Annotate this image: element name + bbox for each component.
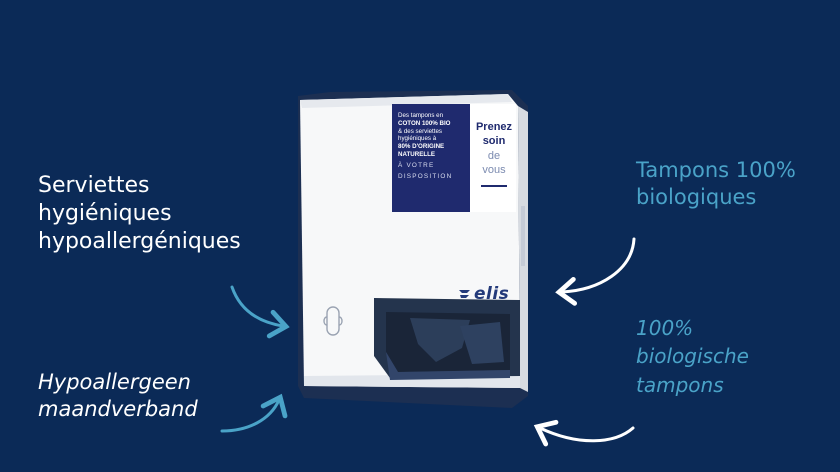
arrow-icon: [220, 393, 288, 433]
caption-line: biologiques: [636, 184, 757, 209]
slogan-word: de: [487, 149, 501, 162]
slogan-underline: [481, 185, 507, 188]
arrow-icon: [230, 285, 290, 339]
caption-line: hygiéniques: [38, 200, 172, 226]
slogan-word: Prenez: [475, 121, 513, 133]
caption-line: biologische: [636, 344, 749, 369]
panel-text: Des tampons en: [398, 112, 444, 119]
caption-top-left: Serviettes hygiéniques hypoallergéniques: [38, 172, 241, 256]
panel-text: & des serviettes: [398, 127, 443, 135]
product-panel: Des tampons en COTON 100% BIO & des serv…: [392, 104, 516, 212]
caption-bottom-right: 100% biologische tampons: [636, 314, 749, 399]
arrow-icon: [533, 419, 635, 447]
caption-line: hypoallergéniques: [38, 228, 241, 254]
panel-text: 80% D'ORIGINE: [398, 143, 445, 150]
panel-text: COTON 100% BIO: [398, 119, 451, 127]
slogan-word: vous: [482, 163, 506, 176]
caption-line: Hypoallergeen: [38, 370, 191, 394]
slogan-word: soin: [482, 135, 506, 148]
caption-line: Serviettes: [38, 173, 150, 198]
panel-text: hygiéniques à: [398, 135, 437, 143]
pad-icon: [323, 306, 343, 336]
caption-line: maandverband: [38, 396, 198, 421]
brand-name: elis: [474, 284, 510, 304]
brand-logo-icon: [459, 290, 470, 298]
panel-info-block: Des tampons en COTON 100% BIO & des serv…: [392, 104, 470, 212]
caption-line: tampons: [636, 372, 724, 397]
panel-slogan: Prenez soin de vous: [472, 104, 516, 212]
caption-bottom-left: Hypoallergeen maandverband: [38, 369, 198, 422]
panel-text: À VOTRE: [398, 161, 435, 169]
caption-line: 100%: [636, 316, 694, 340]
panel-text: DISPOSITION: [398, 172, 453, 180]
brand-logo: elis: [458, 284, 509, 304]
caption-top-right: Tampons 100% biologiques: [636, 157, 796, 210]
panel-text: NATURELLE: [398, 150, 436, 158]
caption-line: Tampons 100%: [636, 158, 796, 182]
arrow-icon: [555, 237, 636, 306]
